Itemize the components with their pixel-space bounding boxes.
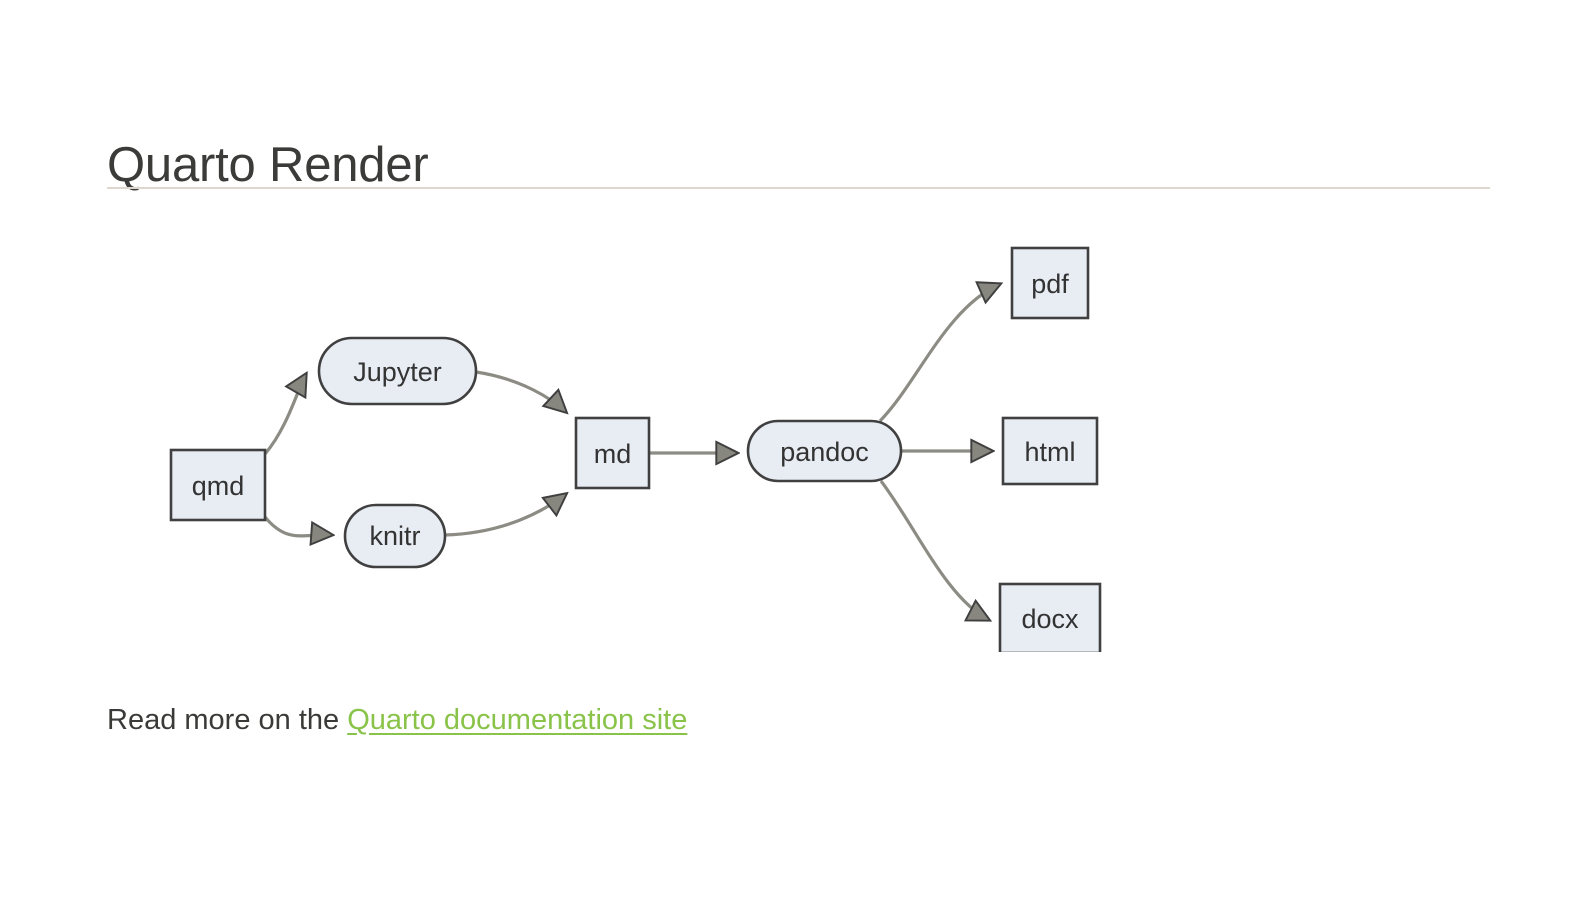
node-qmd-label: qmd — [192, 471, 245, 501]
node-jupyter-label: Jupyter — [353, 357, 442, 387]
node-pdf-shape — [1010, 246, 1090, 320]
node-qmd-shape — [169, 448, 267, 522]
node-md-label: md — [594, 439, 632, 469]
node-knitr-label: knitr — [369, 521, 420, 551]
node-pdf-label: pdf — [1031, 269, 1069, 299]
node-jupyter[interactable]: Jupyter — [317, 336, 478, 406]
footer-paragraph: Read more on the Quarto documentation si… — [107, 700, 687, 741]
footer-lead-text: Read more on the — [107, 704, 348, 736]
node-pdf[interactable]: pdf — [1010, 246, 1090, 320]
flowchart-svg: qmd Jupyter knitr md pandoc — [169, 246, 1102, 652]
node-html-label: html — [1024, 437, 1075, 467]
node-docx[interactable]: docx — [998, 582, 1102, 652]
node-docx-shape — [998, 582, 1102, 652]
node-html[interactable]: html — [1001, 416, 1099, 486]
edge-qmd-knitr — [263, 515, 332, 536]
node-docx-label: docx — [1021, 604, 1079, 634]
node-md[interactable]: md — [574, 416, 651, 490]
edge-jupyter-md — [475, 370, 566, 412]
flowchart-edges — [263, 284, 1000, 620]
node-knitr[interactable]: knitr — [343, 503, 447, 569]
edge-pandoc-docx — [879, 480, 989, 620]
page-title: Quarto Render — [107, 137, 429, 192]
node-pandoc-shape — [746, 419, 903, 483]
quarto-render-flowchart: qmd Jupyter knitr md pandoc — [100, 222, 1180, 652]
node-pandoc[interactable]: pandoc — [746, 419, 903, 483]
node-qmd[interactable]: qmd — [169, 448, 267, 522]
edge-qmd-jupyter — [263, 374, 306, 456]
node-html-shape — [1001, 416, 1099, 486]
title-divider — [107, 187, 1490, 189]
quarto-documentation-link[interactable]: Quarto documentation site — [347, 704, 688, 736]
node-jupyter-shape — [317, 336, 478, 406]
node-md-shape — [574, 416, 651, 490]
flowchart-nodes: qmd Jupyter knitr md pandoc — [169, 246, 1102, 652]
edge-knitr-md — [444, 494, 566, 537]
edge-pandoc-pdf — [878, 284, 1000, 423]
node-pandoc-label: pandoc — [780, 437, 869, 467]
node-knitr-shape — [343, 503, 447, 569]
